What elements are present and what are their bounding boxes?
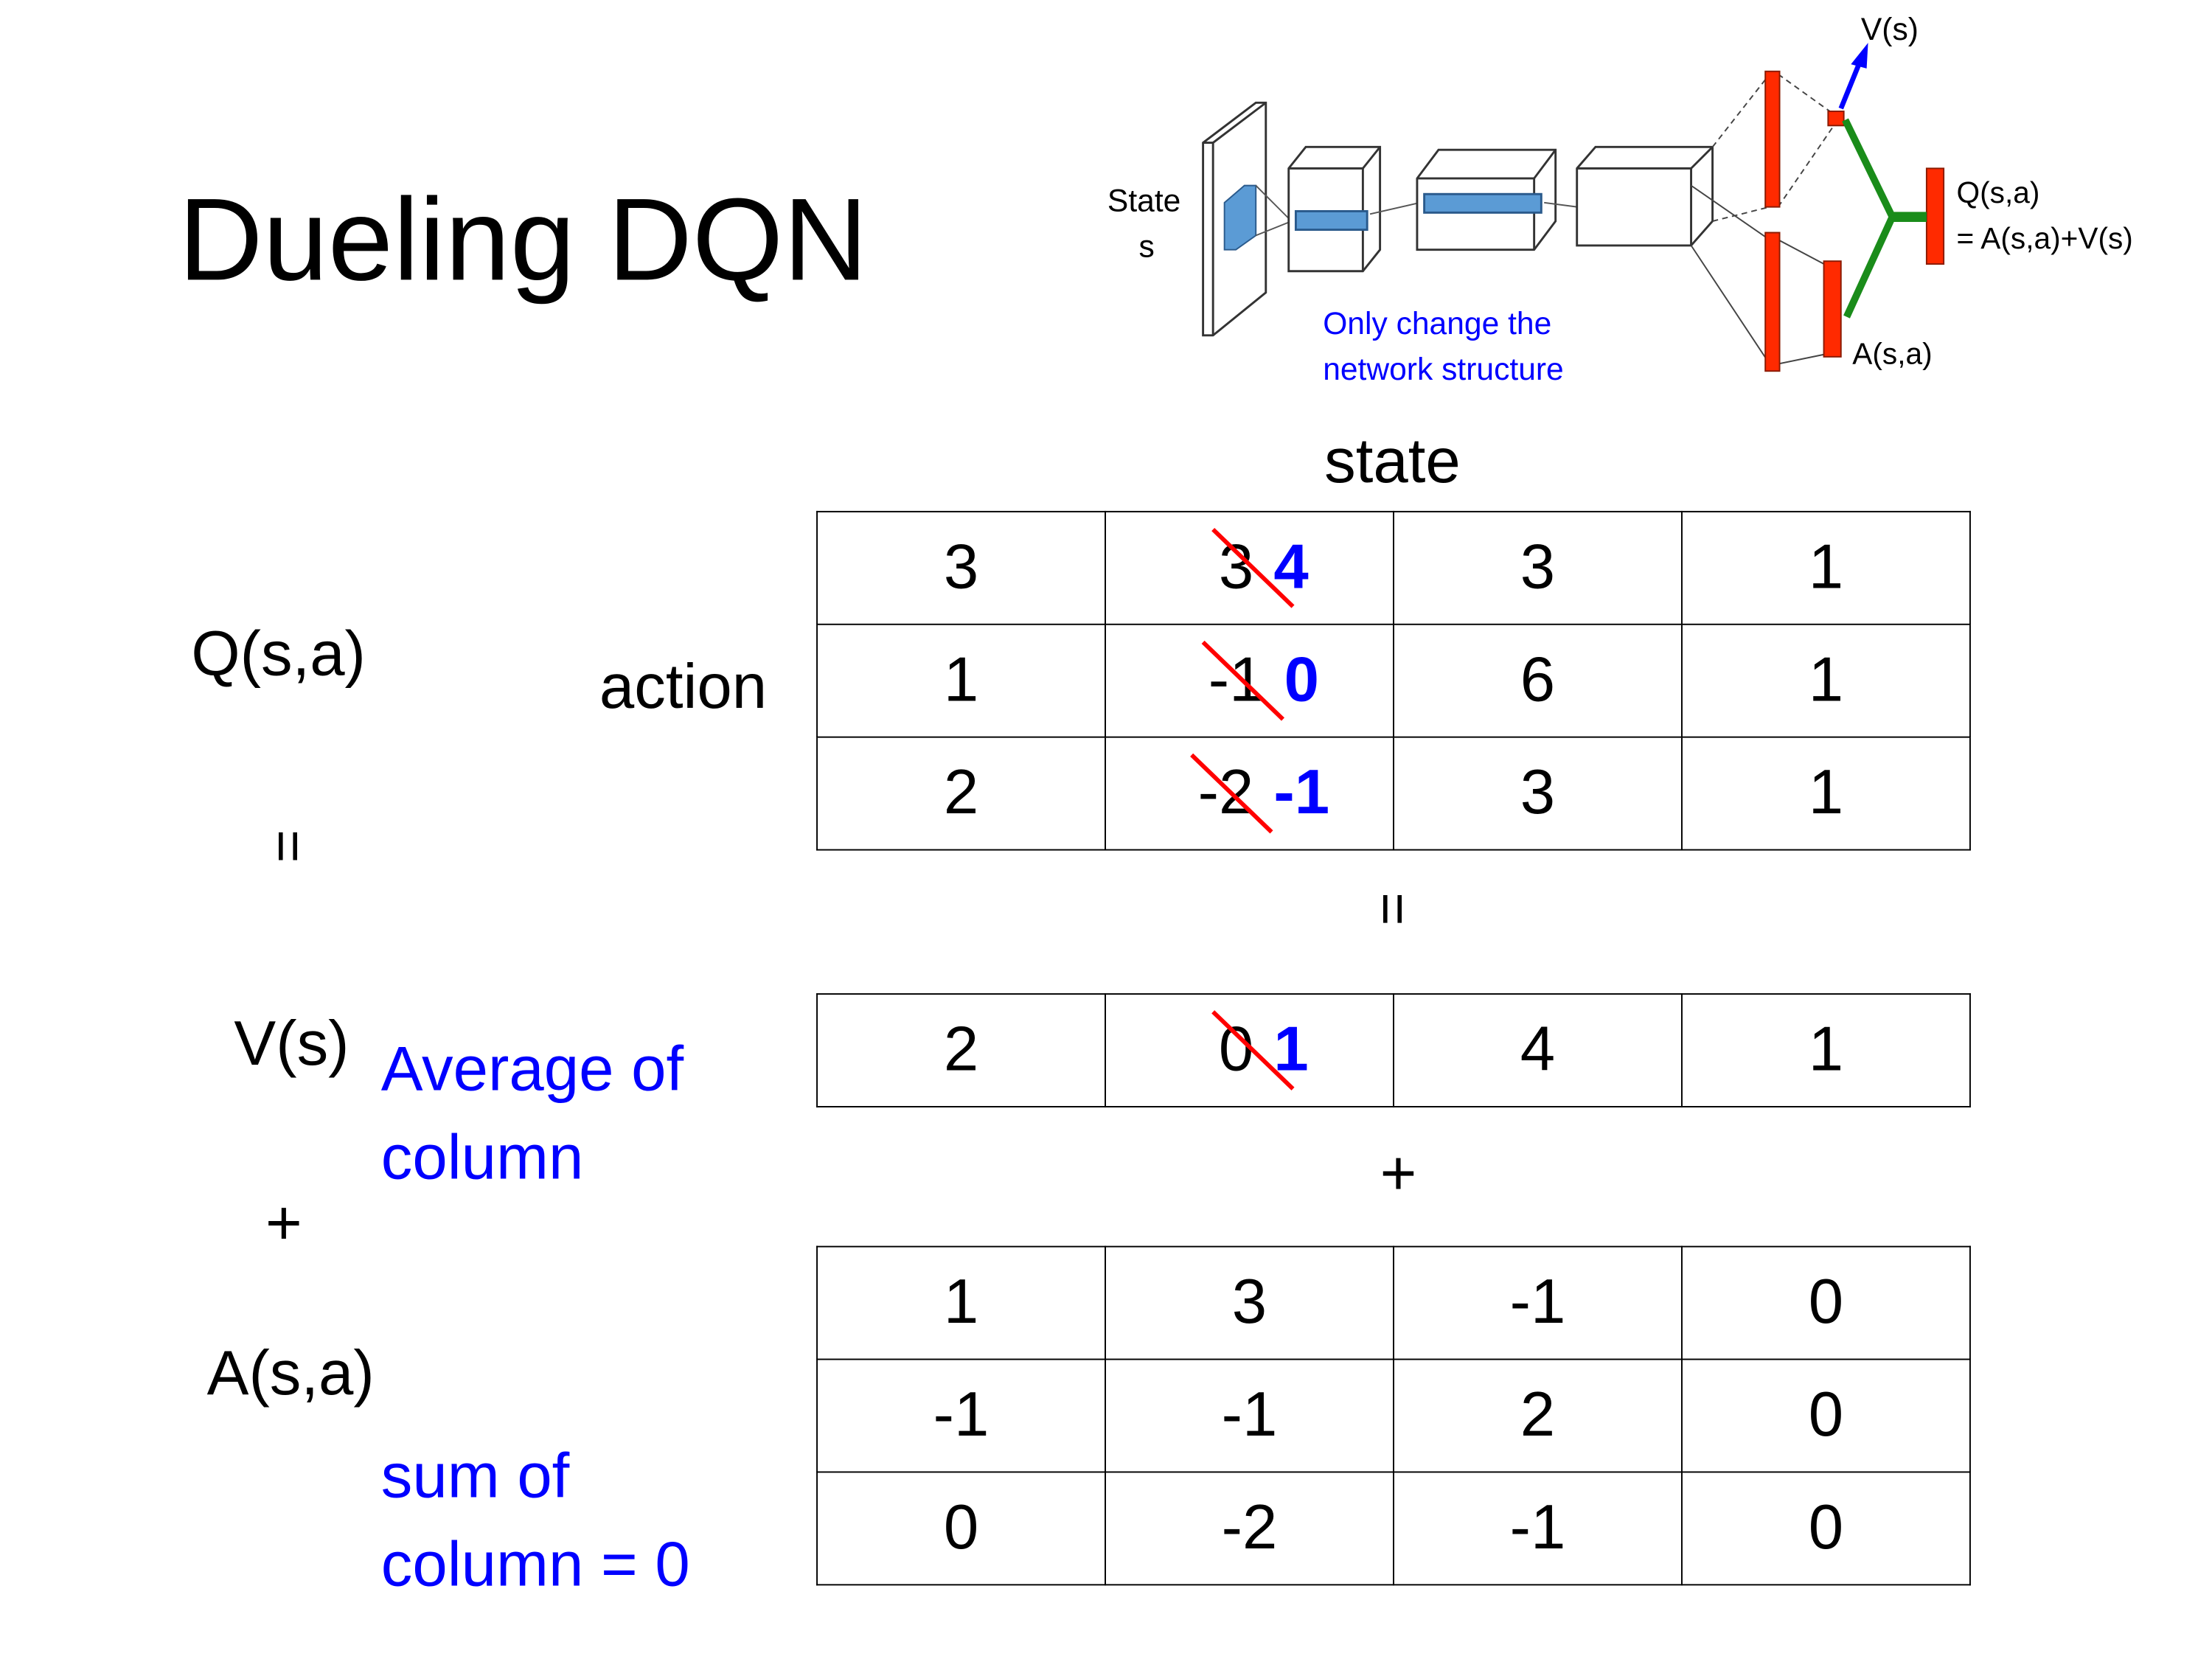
strikethrough-mark — [1190, 753, 1274, 834]
table-cell: 4 — [1393, 993, 1683, 1107]
conv-layer-1 — [1287, 145, 1421, 273]
a-label: A(s,a) — [1852, 337, 1932, 371]
table-cell: -2-1 — [1105, 736, 1394, 851]
sum-note-line-1: sum of — [380, 1441, 570, 1512]
plus-sign-center: + — [1380, 1138, 1417, 1209]
v-label: V(s) — [1861, 12, 1919, 47]
average-note-line-2: column — [380, 1123, 584, 1194]
old-value: 0 — [1218, 1015, 1254, 1085]
plus-sign-left: + — [265, 1189, 302, 1259]
conv-layer-2 — [1416, 148, 1577, 251]
old-value: 3 — [1218, 532, 1254, 602]
new-value: 0 — [1284, 644, 1319, 715]
table-cell: -1 — [1105, 1358, 1394, 1473]
table-cell: 1 — [816, 1245, 1106, 1360]
table-cell: 3 — [1393, 510, 1683, 625]
strikethrough-mark — [1211, 1010, 1295, 1091]
q-output — [1925, 167, 1945, 265]
note-line-2: network structure — [1323, 352, 1564, 387]
state-symbol: s — [1139, 229, 1155, 264]
stream-layers — [1764, 70, 1945, 372]
table-cell: -2 — [1105, 1471, 1394, 1586]
v-arrow-icon — [1838, 43, 1868, 110]
table-cell: 3 — [1105, 1245, 1394, 1360]
table-cell: -1 — [816, 1358, 1106, 1473]
q-label: Q(s,a) — [1957, 175, 2040, 209]
table-cell: 6 — [1393, 623, 1683, 738]
advantage-output — [1823, 260, 1842, 358]
table-cell: 2 — [816, 993, 1106, 1107]
state-label: State — [1107, 183, 1180, 218]
table-cell: 1 — [1680, 993, 1971, 1107]
value-hidden-layer — [1764, 70, 1781, 208]
a-function-label: A(s,a) — [206, 1338, 375, 1409]
state-axis-label: state — [1324, 426, 1461, 497]
merge-lines — [1842, 118, 1927, 319]
table-cell: 2 — [816, 736, 1106, 851]
page-title: Dueling DQN — [178, 175, 868, 306]
table-cell: 3 — [816, 510, 1106, 625]
table-cell: -1 — [1393, 1471, 1683, 1586]
q-formula: = A(s,a)+V(s) — [1957, 221, 2133, 255]
equals-sign-left: = — [256, 830, 319, 863]
note-line-1: Only change the — [1323, 306, 1551, 341]
table-cell: 1 — [1680, 736, 1971, 851]
table-cell: 1 — [816, 623, 1106, 738]
sum-note-line-2: column = 0 — [380, 1529, 690, 1600]
advantage-hidden-layer — [1764, 232, 1781, 372]
equals-sign-center: = — [1360, 892, 1424, 926]
action-axis-label: action — [599, 652, 768, 723]
dueling-network-diagram: State s — [1107, 12, 2133, 387]
v-function-label: V(s) — [234, 1009, 349, 1079]
table-cell: 0 — [1680, 1245, 1971, 1360]
table-cell: 1 — [1680, 510, 1971, 625]
strikethrough-mark — [1200, 640, 1284, 721]
new-value: -1 — [1273, 757, 1330, 828]
table-cell: 0 — [1680, 1358, 1971, 1473]
table-cell: 0 — [1680, 1471, 1971, 1586]
fc-layer — [1576, 145, 1714, 247]
table-cell: 1 — [1680, 623, 1971, 738]
conv-filter — [1223, 184, 1293, 251]
strikethrough-mark — [1211, 527, 1295, 608]
q-function-label: Q(s,a) — [191, 619, 366, 689]
table-cell: 0 — [816, 1471, 1106, 1586]
table-cell: 2 — [1393, 1358, 1683, 1473]
table-cell: 3 — [1393, 736, 1683, 851]
stream-connections — [1690, 73, 1834, 365]
value-output — [1827, 110, 1845, 127]
average-note-line-1: Average of — [380, 1034, 684, 1105]
table-cell: -1 — [1393, 1245, 1683, 1360]
